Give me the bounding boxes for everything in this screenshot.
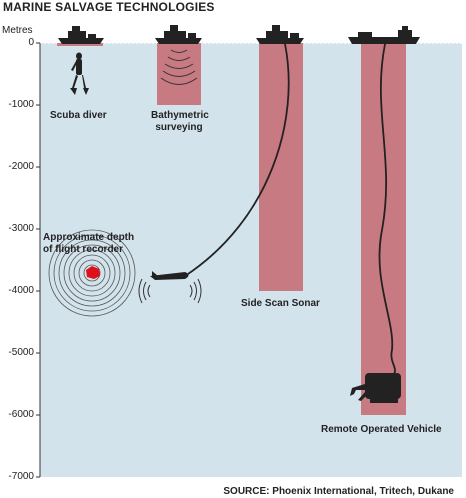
side-scan-towfish-icon	[150, 271, 189, 280]
y-tick-1000: -1000	[8, 99, 34, 110]
boat-icon-rov	[348, 26, 420, 44]
scuba-diver-label: Scuba diver	[50, 110, 107, 121]
y-tick-5000: -5000	[8, 347, 34, 358]
side-scan-sonar-label: Side Scan Sonar	[241, 298, 320, 309]
boat-icon-bathymetric	[155, 25, 202, 44]
sonar-waves-bathymetric	[160, 49, 198, 85]
bathymetric-label: Bathymetric surveying	[151, 110, 209, 134]
flight-recorder-label-line1: Approximate depth	[43, 232, 135, 243]
scuba-diver-icon	[70, 52, 89, 95]
y-tick-7000: -7000	[8, 471, 34, 482]
boat-icon-scuba	[58, 26, 104, 44]
y-axis-ticks	[36, 42, 40, 478]
recorder-ping-rings	[48, 229, 136, 317]
y-tick-4000: -4000	[8, 285, 34, 296]
side-scan-depth-band	[259, 43, 303, 291]
bathymetric-depth-band	[157, 43, 201, 105]
side-scan-tow-cable	[184, 43, 290, 277]
y-tick-0: 0	[28, 37, 34, 48]
bathymetric-label-line2: surveying	[155, 122, 203, 133]
y-tick-6000: -6000	[8, 409, 34, 420]
y-tick-3000: -3000	[8, 223, 34, 234]
rov-vehicle-icon	[350, 373, 401, 403]
rov-depth-band	[361, 43, 406, 415]
flight-recorder-label-line2: of flight recorder	[43, 244, 124, 255]
side-scan-sonar-waves	[138, 278, 202, 304]
scuba-depth-band	[57, 43, 103, 46]
bathymetric-label-line1: Bathymetric	[151, 110, 209, 121]
chart-title: MARINE SALVAGE TECHNOLOGIES	[3, 0, 215, 14]
y-tick-2000: -2000	[8, 161, 34, 172]
boat-icon-side-scan	[256, 25, 304, 44]
rov-label: Remote Operated Vehicle	[321, 424, 442, 435]
flight-recorder-icon	[86, 266, 100, 279]
flight-recorder-label: Approximate depth of flight recorder	[43, 232, 134, 256]
rov-tether-cable	[378, 43, 396, 375]
source-note: SOURCE: Phoenix International, Tritech, …	[223, 486, 454, 497]
y-axis-unit-label: Metres	[2, 25, 33, 36]
